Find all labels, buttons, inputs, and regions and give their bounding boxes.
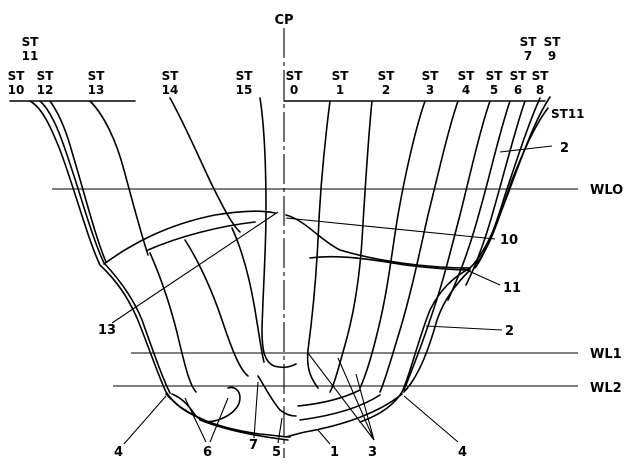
station-label-st0-top: ST <box>286 69 304 83</box>
chine-curve-upper-right <box>285 214 471 269</box>
station-label-st8-top: ST <box>532 69 550 83</box>
section-st1 <box>306 100 331 389</box>
bottom-left-bulb <box>171 386 241 423</box>
station-label-st4-num: 4 <box>462 83 470 97</box>
leader-5 <box>277 417 283 444</box>
leader-6-a <box>184 397 207 443</box>
section-st11-left <box>39 100 171 394</box>
leader-2-upper <box>499 145 553 153</box>
station-label-st12-top: ST <box>37 69 55 83</box>
station-label-st2-top: ST <box>378 69 396 83</box>
callout-4-right: 4 <box>458 445 467 460</box>
station-label-st6-num: 6 <box>514 83 522 97</box>
section-st7 <box>465 100 526 286</box>
callout-6: 6 <box>203 445 212 460</box>
station-label-st14-top: ST <box>162 69 180 83</box>
station-label-st10-num: 10 <box>8 83 25 97</box>
leader-10 <box>285 217 496 240</box>
section-st2 <box>329 100 373 393</box>
callout-5: 5 <box>272 445 281 460</box>
station-label-st15-num: 15 <box>236 83 253 97</box>
station-label-st14-num: 14 <box>162 83 179 97</box>
centerline-label: CP <box>274 13 293 28</box>
callout-2-lower: 2 <box>505 324 514 339</box>
bottom-right-line3 <box>297 389 361 407</box>
leader-11 <box>461 267 501 286</box>
section-st10 <box>29 100 201 419</box>
bottom-right-line2 <box>299 394 381 421</box>
waterline-label-wl2: WL2 <box>590 381 622 396</box>
chine-curve-upper-left <box>103 210 276 265</box>
leader-3-c <box>355 373 375 441</box>
station-label-st0-num: 0 <box>290 83 298 97</box>
station-label-st6-top: ST <box>510 69 528 83</box>
station-label-st9-top: ST <box>544 35 562 49</box>
callout-7: 7 <box>249 438 258 453</box>
section-line-l-d <box>261 211 297 369</box>
leader-3-b <box>337 357 375 441</box>
station-label-st15-top: ST <box>236 69 254 83</box>
station-label-st10-top: ST <box>8 69 26 83</box>
leader-4-right <box>403 395 459 443</box>
leader-4-left <box>123 395 167 445</box>
station-label-st13-top: ST <box>88 69 106 83</box>
section-st6 <box>447 100 511 301</box>
section-st3 <box>359 100 426 389</box>
chine-curve-right2 <box>309 255 471 271</box>
section-st11-right <box>475 107 549 265</box>
station-label-st4-top: ST <box>458 69 476 83</box>
leader-13 <box>111 211 279 324</box>
station-label-st5-top: ST <box>486 69 504 83</box>
section-st12 <box>49 100 107 263</box>
station-label-st11-num: 11 <box>22 49 39 63</box>
callout-1: 1 <box>330 445 339 460</box>
section-st13 <box>89 100 149 256</box>
leader-6-b <box>209 397 229 443</box>
station-label-st7-top: ST <box>520 35 538 49</box>
section-line-l-a <box>149 252 197 393</box>
keel-left <box>257 375 297 417</box>
waterline-label-wl1: WL1 <box>590 347 622 362</box>
waterline-label-wlo: WLO <box>590 183 623 198</box>
station-label-st12-num: 12 <box>37 83 54 97</box>
leader-2-lower <box>425 325 503 331</box>
section-line-l-b <box>184 239 249 377</box>
station-label-st5-num: 5 <box>490 83 498 97</box>
section-st14 <box>169 97 241 233</box>
callout-11: 11 <box>503 281 521 296</box>
station-label-st3-num: 3 <box>426 83 434 97</box>
station-label-st9-num: 9 <box>548 49 556 63</box>
section-st5 <box>403 100 491 391</box>
station-label-st8-num: 8 <box>536 83 544 97</box>
leader-3-a <box>307 352 375 441</box>
callout-3: 3 <box>368 445 377 460</box>
hull-outline-right-lower <box>403 269 471 393</box>
station-label-st1-top: ST <box>332 69 350 83</box>
leader-1 <box>317 429 331 445</box>
section-st15 <box>259 97 267 211</box>
station-label-st7-num: 7 <box>524 49 532 63</box>
callout-10: 10 <box>500 233 518 248</box>
callout-13: 13 <box>98 323 116 338</box>
callout-2-upper: 2 <box>560 141 569 156</box>
station-label-st2-num: 2 <box>382 83 390 97</box>
leader-7 <box>253 381 259 439</box>
section-st4 <box>379 100 459 393</box>
section-line-l-c <box>231 227 265 363</box>
station-label-st11-right: ST11 <box>551 107 585 121</box>
station-label-st13-num: 13 <box>88 83 105 97</box>
callout-4-left: 4 <box>114 445 123 460</box>
chine-curve-upper-left2 <box>147 221 256 251</box>
bottom-right-line <box>285 393 403 438</box>
station-label-st11-top: ST <box>22 35 40 49</box>
station-label-st1-num: 1 <box>336 83 344 97</box>
station-label-st3-top: ST <box>422 69 440 83</box>
